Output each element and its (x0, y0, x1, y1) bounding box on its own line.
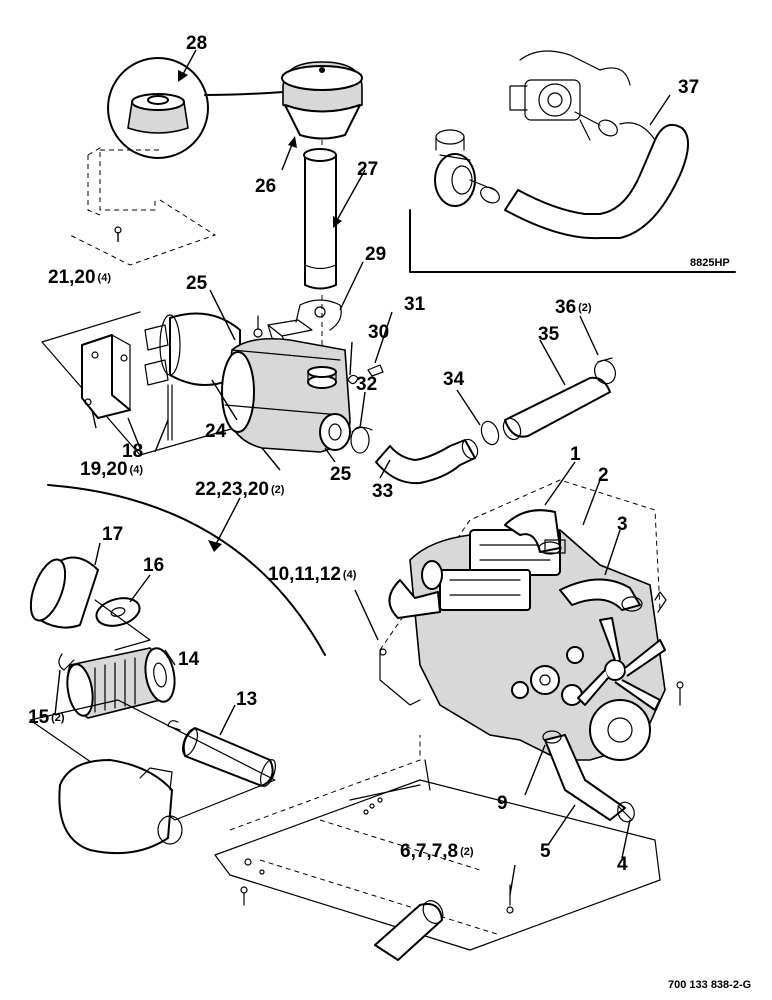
label-21: 21,20(4) (48, 268, 111, 287)
filter-parts (29, 556, 276, 855)
hose-3 (559, 578, 641, 611)
label-9: 9 (497, 793, 508, 814)
drawing-number: 700 133 838-2-G (668, 979, 752, 991)
detail-circle-28 (107, 57, 209, 159)
label-32: 32 (356, 374, 378, 395)
label-34: 34 (443, 369, 465, 390)
label-14: 14 (178, 649, 200, 670)
label-21-text: 21,20 (48, 267, 96, 288)
clamp-34 (480, 420, 500, 446)
frame (214, 735, 661, 961)
label-24: 24 (205, 421, 227, 442)
label-19: 19,20(4) (80, 460, 143, 479)
label-19-text: 19,20 (80, 459, 128, 480)
pipe-5 (544, 734, 626, 821)
label-19-qty: (4) (129, 464, 143, 476)
label-25-bottom: 25 (330, 464, 352, 485)
label-27: 27 (357, 159, 379, 180)
hose-37 (504, 124, 689, 240)
label-3: 3 (617, 514, 628, 535)
label-35: 35 (538, 324, 560, 345)
label-4: 4 (617, 854, 628, 875)
hose-35 (504, 376, 611, 438)
label-13: 13 (236, 689, 258, 710)
label-16: 16 (143, 555, 165, 576)
label-6: 6,7,7,8(2) (400, 842, 474, 861)
inset-intake (434, 129, 500, 207)
label-22-text: 22,23,20 (195, 479, 269, 500)
label-36: 36(2) (555, 298, 592, 317)
air-cleaner-housing (41, 311, 384, 456)
label-5: 5 (540, 841, 551, 862)
label-18: 18 (122, 441, 144, 462)
label-15-text: 15 (28, 707, 50, 728)
label-36-text: 36 (555, 297, 577, 318)
label-22: 22,23,20(2) (195, 480, 284, 499)
label-25-top: 25 (186, 273, 208, 294)
label-26: 26 (255, 176, 277, 197)
bracket-21 (69, 147, 217, 266)
label-6-qty: (2) (460, 846, 474, 858)
inset-model-label: 8825HP (690, 257, 730, 269)
callout-arc (47, 484, 326, 656)
label-1: 1 (570, 444, 581, 465)
label-10: 10,11,12(4) (268, 565, 356, 584)
clamp-29 (253, 299, 342, 345)
label-37: 37 (678, 77, 700, 98)
label-22-qty: (2) (270, 484, 285, 496)
label-31: 31 (404, 294, 426, 315)
label-30: 30 (368, 322, 390, 343)
inset-turbo (509, 50, 631, 141)
fan (577, 591, 667, 711)
label-10-text: 10,11,12 (268, 564, 341, 585)
label-6-text: 6,7,7,8 (400, 841, 459, 862)
label-29: 29 (365, 244, 387, 265)
label-15-qty: (2) (51, 712, 65, 724)
label-33: 33 (372, 481, 394, 502)
label-21-qty: (4) (97, 272, 111, 284)
elbow-hose-33 (375, 439, 476, 485)
engine (379, 479, 684, 823)
leader-lines (54, 49, 671, 896)
hose-1 (504, 509, 561, 553)
label-2: 2 (598, 465, 609, 486)
inset-8825hp (409, 50, 736, 273)
label-15: 15(2) (28, 708, 65, 727)
label-10-qty: (4) (342, 569, 357, 581)
precleaner-assembly (107, 57, 363, 360)
label-28: 28 (186, 33, 208, 54)
label-17: 17 (102, 524, 124, 545)
label-36-qty: (2) (578, 302, 592, 314)
